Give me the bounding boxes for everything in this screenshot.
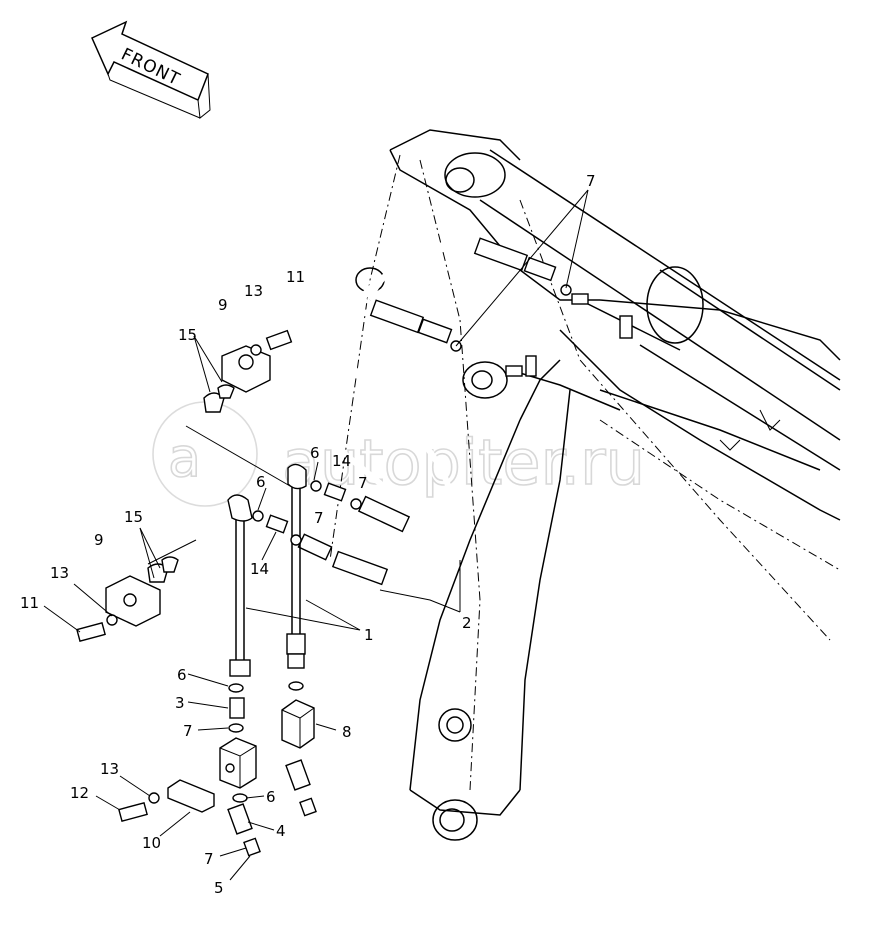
callout-3: 3	[175, 694, 185, 712]
boom-pipes	[505, 293, 681, 411]
callout-9-a: 9	[218, 296, 228, 314]
callout-7-e: 7	[204, 850, 214, 868]
callout-7-a: 7	[586, 172, 596, 190]
svg-text:a: a	[168, 426, 201, 489]
hydraulic-cylinder	[479, 149, 841, 471]
callout-6-a: 6	[177, 666, 187, 684]
callout-13-a: 13	[244, 282, 263, 300]
callout-6-c: 6	[310, 444, 320, 462]
callout-14-b: 14	[250, 560, 269, 578]
callout-15-b: 15	[124, 508, 143, 526]
hose-assembly-2	[297, 237, 572, 586]
leader-lines	[43, 189, 589, 881]
callout-12: 12	[70, 784, 89, 802]
clamps-and-bolts	[76, 329, 293, 823]
callout-7-d: 7	[358, 474, 368, 492]
callout-1: 1	[364, 626, 374, 644]
fittings	[227, 480, 362, 857]
front-direction-arrow: FRONT	[91, 20, 211, 119]
callout-6-d: 6	[266, 788, 276, 806]
callout-14-a: 14	[332, 452, 351, 470]
callout-5: 5	[214, 879, 224, 897]
callout-15-a: 15	[178, 326, 197, 344]
callout-8: 8	[342, 723, 352, 741]
callout-13-b: 13	[50, 564, 69, 582]
boom-arm	[329, 129, 841, 841]
callout-6-b: 6	[256, 473, 266, 491]
callout-4: 4	[276, 822, 286, 840]
front-label: FRONT	[118, 45, 183, 91]
steel-pipes-1	[227, 463, 307, 677]
callout-labels: 1 2 3 4 5 6 6 6 6 7 7 7 7 7 8 9 9 10 11 …	[20, 172, 596, 897]
callout-2: 2	[462, 614, 472, 632]
callout-9-b: 9	[94, 531, 104, 549]
callout-11-a: 11	[286, 268, 305, 286]
watermark-text: autopiter.ru	[282, 426, 645, 499]
callout-11-b: 11	[20, 594, 39, 612]
callout-10: 10	[142, 834, 161, 852]
callout-13-c: 13	[100, 760, 119, 778]
watermark: a autopiter.ru	[152, 401, 646, 507]
manifold-blocks	[219, 699, 315, 789]
callout-7-b: 7	[183, 722, 193, 740]
callout-7-c: 7	[314, 509, 324, 527]
